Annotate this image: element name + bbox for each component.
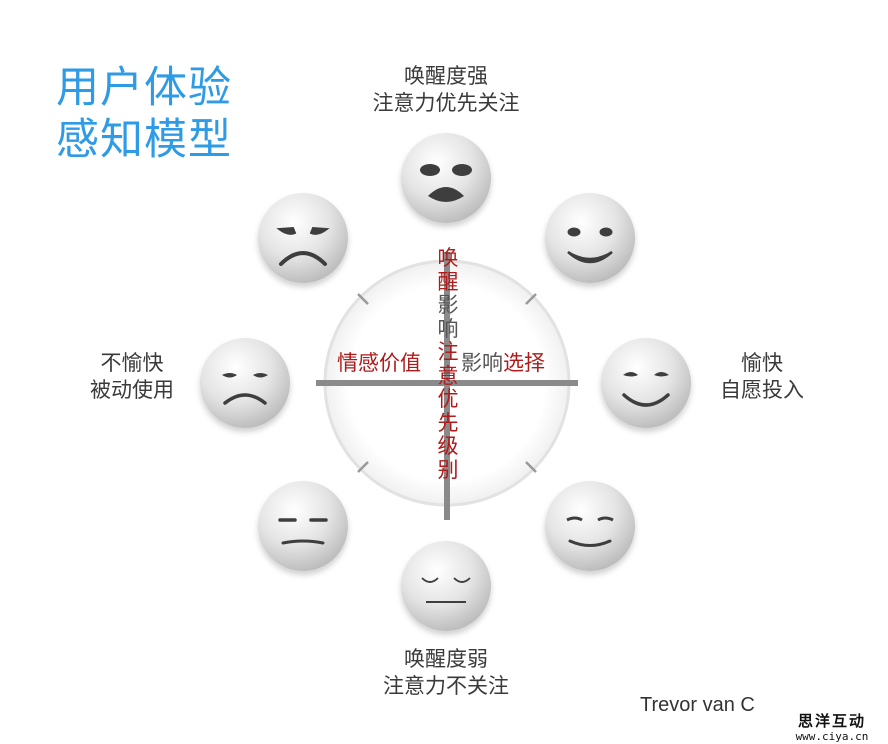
vertical-char: 唤 <box>437 246 459 270</box>
label-top-line1: 唤醒度强 <box>404 64 488 88</box>
vertical-char: 级 <box>437 434 459 458</box>
vertical-axis-label: 唤 醒 影 响 注 意 优 先 级 别 <box>437 246 459 482</box>
tick-lower-right <box>525 461 537 473</box>
face-right-content <box>601 338 691 428</box>
label-bottom-line2: 注意力不关注 <box>383 674 509 698</box>
tick-lower-left <box>357 461 369 473</box>
watermark-name: 思洋互动 <box>797 712 866 730</box>
label-right-line2: 自愿投入 <box>720 378 804 402</box>
tick-upper-right <box>525 293 537 305</box>
page-title-line2: 感知模型 <box>56 115 232 165</box>
horizontal-axis-label-right: 影响选择 <box>461 350 545 376</box>
label-top: 唤醒度强 注意力优先关注 <box>346 63 546 117</box>
face-left-unhappy <box>200 338 290 428</box>
watermark: 思洋互动 www.ciya.cn <box>776 710 888 744</box>
face-upper-right-happy <box>545 193 635 283</box>
watermark-url: www.ciya.cn <box>795 730 869 743</box>
label-left: 不愉快 被动使用 <box>70 350 194 404</box>
author-credit: Trevor van C <box>640 694 755 716</box>
vertical-char: 先 <box>437 410 459 435</box>
label-left-line1: 不愉快 <box>100 351 164 375</box>
page-title-line1: 用户体验 <box>56 63 232 113</box>
horizontal-axis-label-left: 情感价值 <box>337 351 421 375</box>
tick-upper-left <box>357 293 369 305</box>
face-top-surprised <box>401 133 491 223</box>
label-bottom: 唤醒度弱 注意力不关注 <box>346 646 546 700</box>
face-upper-left-sad <box>258 193 348 283</box>
vertical-char: 别 <box>437 457 459 482</box>
face-lower-right-calm <box>545 481 635 571</box>
vertical-char: 醒 <box>437 269 459 294</box>
vertical-char: 影 <box>437 293 459 317</box>
horizontal-axis-label-influence: 影响 <box>461 351 503 375</box>
face-bottom-sleepy <box>401 541 491 631</box>
label-right-line1: 愉快 <box>741 351 783 375</box>
vertical-char: 响 <box>437 316 459 341</box>
vertical-char: 意 <box>437 363 459 388</box>
face-lower-left-bored <box>258 481 348 571</box>
label-left-line2: 被动使用 <box>90 378 174 402</box>
label-right: 愉快 自愿投入 <box>700 350 824 404</box>
label-bottom-line1: 唤醒度弱 <box>404 647 488 671</box>
vertical-char: 优 <box>437 387 459 411</box>
vertical-char: 注 <box>437 340 459 364</box>
horizontal-axis-label-choice: 选择 <box>503 351 545 375</box>
label-top-line2: 注意力优先关注 <box>372 91 520 115</box>
